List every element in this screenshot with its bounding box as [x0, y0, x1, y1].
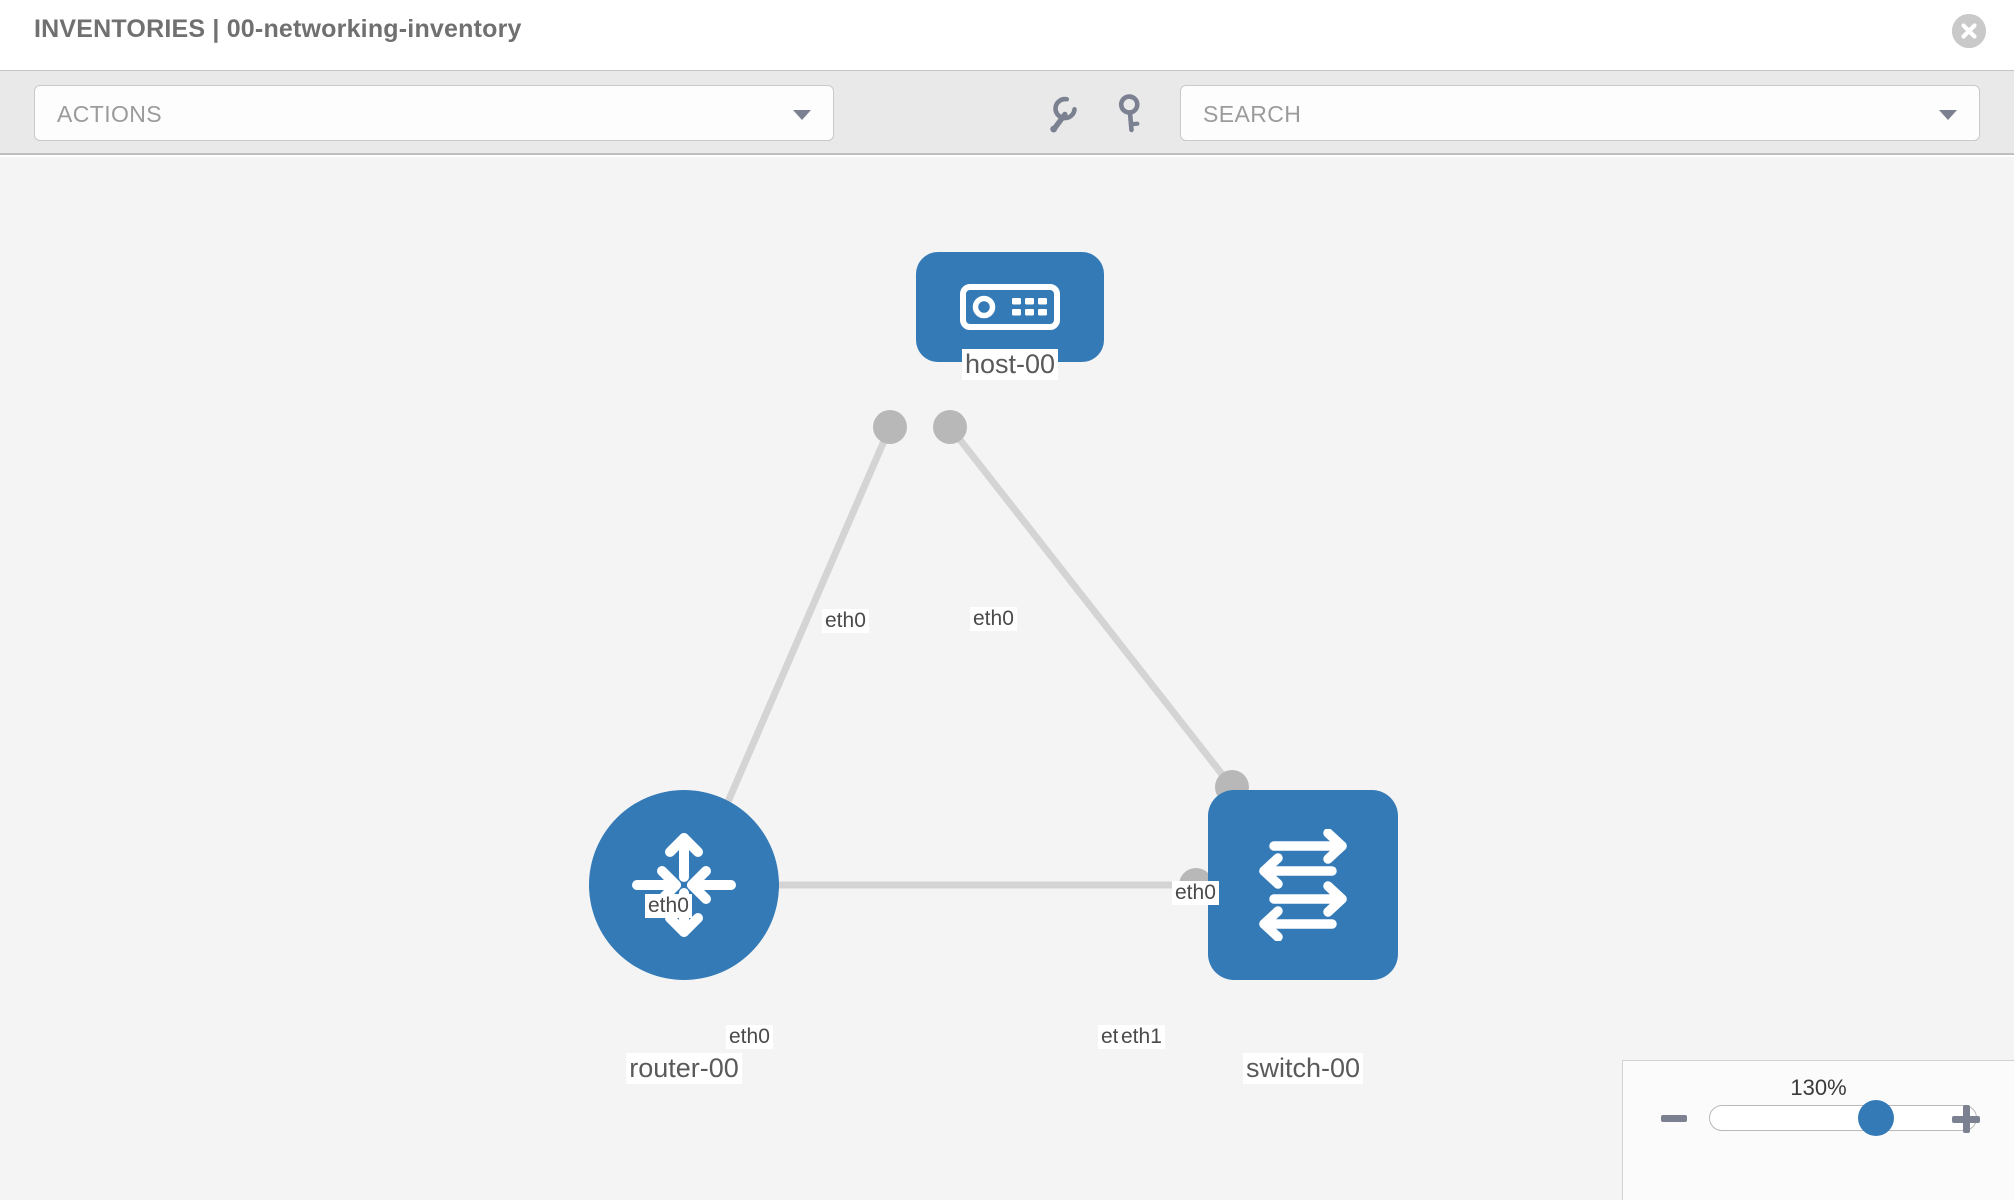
key-icon[interactable]	[1108, 91, 1152, 135]
node-label-router-00: router-00	[626, 1053, 742, 1084]
edge-label-iface: eth0	[726, 1025, 773, 1049]
node-host-00[interactable]	[916, 252, 1104, 362]
topology-canvas[interactable]: host-00	[0, 157, 2014, 1200]
edge-label-iface: eth0	[822, 609, 869, 633]
edge-label-iface: eth0	[645, 894, 692, 918]
chevron-down-icon	[793, 110, 811, 120]
switch-arrows-icon	[1259, 829, 1347, 941]
plus-icon[interactable]	[1952, 1105, 1980, 1133]
host-node-shape[interactable]	[916, 252, 1104, 362]
zoom-level-label: 130%	[1790, 1075, 1847, 1100]
node-connector[interactable]	[933, 410, 967, 444]
actions-dropdown-label: ACTIONS	[57, 101, 163, 127]
edge-label-iface: eth0	[970, 607, 1017, 631]
edge-label-iface: eth0	[1172, 881, 1219, 905]
close-icon[interactable]	[1952, 14, 1986, 48]
zoom-slider[interactable]	[1709, 1100, 1977, 1136]
router-arrows-icon	[632, 833, 736, 937]
node-label-switch-00: switch-00	[1242, 1053, 1364, 1084]
edge-label-iface: eth1	[1118, 1025, 1165, 1049]
node-router-00[interactable]	[589, 790, 779, 980]
page-header: INVENTORIES | 00-networking-inventory	[0, 0, 2014, 70]
link-host00-switch00	[946, 423, 1236, 791]
wrench-icon[interactable]	[1040, 91, 1084, 135]
zoom-slider-thumb[interactable]	[1858, 1100, 1894, 1136]
chevron-down-icon	[1939, 110, 1957, 120]
toolbar: ACTIONS SEARCH	[0, 70, 2014, 155]
node-switch-00[interactable]	[1208, 790, 1398, 980]
router-node-shape[interactable]	[589, 790, 779, 980]
node-label-host-00: host-00	[961, 349, 1059, 380]
minus-icon[interactable]	[1661, 1115, 1687, 1122]
actions-dropdown[interactable]: ACTIONS	[34, 85, 834, 141]
node-connector[interactable]	[873, 410, 907, 444]
server-icon	[960, 284, 1060, 330]
zoom-control: 130%	[1622, 1060, 2014, 1200]
page-title: INVENTORIES | 00-networking-inventory	[34, 15, 522, 43]
search-placeholder: SEARCH	[1203, 101, 1302, 127]
switch-node-shape[interactable]	[1208, 790, 1398, 980]
search-input[interactable]: SEARCH	[1180, 85, 1980, 141]
